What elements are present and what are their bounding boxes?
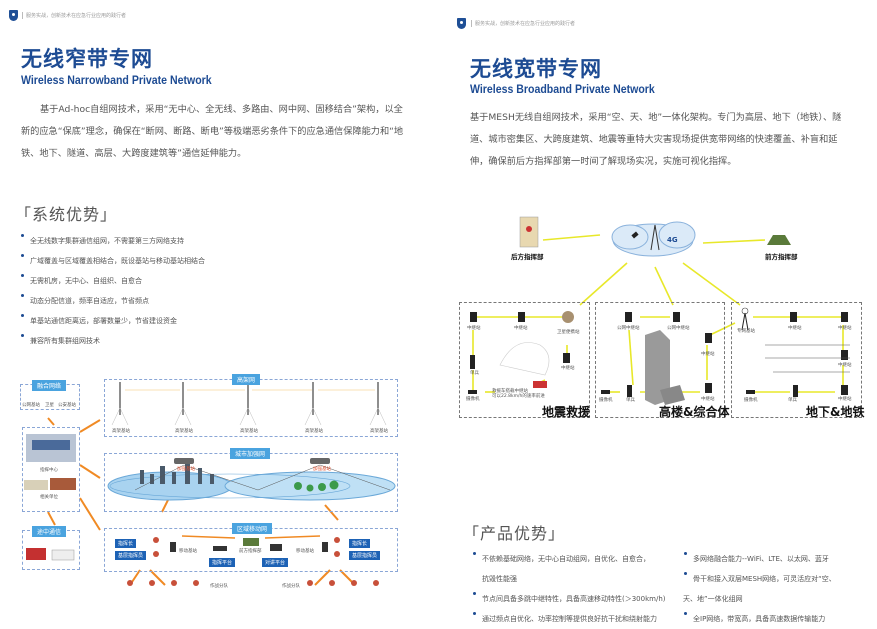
scene-title: 高楼&综合体 [659,405,730,419]
grassroots-tag: 基层指挥员 [349,551,381,560]
page-subtitle: Wireless Narrowband Private Network [21,73,212,87]
scene-title: 地震救援 [542,405,591,419]
police-station-label: 公安基站 [58,403,76,408]
station-label: 高架基站 [305,429,323,434]
sat-station-label: 卫星便携站 [557,330,580,335]
logo-icon [457,18,466,29]
mobile-station-label: 移动基站 [296,549,314,554]
regional-title: 区域移动网 [232,523,273,534]
relay-label: 中继站 [467,326,481,331]
page-title: 无线宽带专网 [470,57,602,81]
list-item: 多网络融合能力--WiFi、LTE、以太网、蓝牙 [683,549,836,569]
mobile-station-label: 移动基站 [179,549,197,554]
front-command-label: 前方指挥部 [765,253,798,261]
enhanced-station-label: 加强基站 [177,467,195,472]
relay-label: 中继站 [561,366,575,371]
forward-command-label: 前方指挥部 [239,549,262,554]
narrowband-links [24,382,396,586]
header-tagline: 服务实战，创新技术在应急行业应用的践行者 [22,12,126,19]
relay-label: 中继站 [838,326,852,331]
list-item: 骨干和接入双层MESH网络，可灵活应对“空、 [683,569,836,589]
product-advantages-right: 多网络融合能力--WiFi、LTE、以太网、蓝牙 骨干和接入双层MESH网络，可… [683,549,836,629]
list-item: 全无线数字集群通信组网，不需要第三方网络支持 [20,231,205,251]
list-item: 无需机房，无中心、自组织、自愈合 [20,271,205,291]
list-item: 不依赖基础网络，无中心自动组网，自优化、自愈合， [472,549,666,569]
station-label: 高架基站 [240,429,258,434]
list-item: 全IP网络，带宽高，具备高速数据传输能力 [683,609,836,629]
list-item: 通过频点自优化、功率控制等提供良好抗干扰和绕射能力 [472,609,666,629]
list-item: 兼容所有集群组网技术 [20,331,205,351]
intro-paragraph: 基于Ad-hoc自组网技术，采用“无中心、全无线、多路由、网中网、固移结合”架构… [21,104,404,159]
dispatch-platform-tag: 对讲平台 [262,558,289,567]
list-item: 节点间具备多跳中继特性，具备高速移动特性(＞300km/h) [472,589,666,609]
camera-label: 摄像机 [466,397,480,402]
header-tagline: 服务实战，创新技术在应急行业应用的践行者 [471,20,575,27]
fusion-network-title: 融合网络 [32,380,67,391]
scene-box-highrise [595,302,725,418]
soldier-label: 单兵 [788,398,797,403]
camera-label: 摄像机 [744,398,758,403]
command-center-box [22,427,80,512]
intro-paragraph: 基于MESH无线自组网技术，采用“空、天、地”一体化架构。专门为高层、地下（地铁… [470,112,842,167]
station-label: 高架基站 [175,429,193,434]
camera-label: 摄像机 [599,398,613,403]
satellite-label: 卫星 [45,403,54,408]
related-units-label: 相关单位 [40,495,58,500]
commander-tag: 指挥长 [349,539,371,548]
list-item: 单基站通信距离远，部署数量少，节省建设资金 [20,311,205,331]
soldier-label: 单兵 [626,398,635,403]
broadband-diagram [468,216,850,405]
relay-label: 中继站 [514,326,528,331]
rear-command-label: 后方指挥部 [511,253,544,261]
logo-icon [9,10,18,21]
commander-tag: 指挥长 [115,539,137,548]
highsite-title: 高架网 [232,374,261,385]
relay-label: 中继站 [788,326,802,331]
page-subtitle: Wireless Broadband Private Network [470,82,655,96]
command-platform-tag: 指挥平台 [209,558,236,567]
command-center-label: 指挥中心 [40,468,58,473]
station-label: 高架基站 [370,429,388,434]
transit-title: 途中通信 [32,526,67,537]
squad-label: 作战分队 [210,584,228,589]
vehicle-note: 救援车搭载中继站 可以22.8km/h的速率前进 [492,389,545,399]
station-label: 高架基站 [112,429,130,434]
public-relay-label: 公网中继站 [667,326,690,331]
city-title: 城市加强网 [230,448,271,459]
relay-label: 中继站 [701,352,715,357]
section-title: 「产品优势」 [463,524,566,543]
section-title: 「系统优势」 [15,205,118,224]
page-title: 无线窄带专网 [21,47,153,71]
advantage-list: 全无线数字集群通信组网，不需要第三方网络支持 广域覆盖与区域覆盖相结合，既设基站… [20,231,205,351]
grassroots-tag: 基层指挥员 [115,551,147,560]
enhanced-station-label: 加强基站 [313,467,331,472]
relay-label: 中继站 [701,397,715,402]
soldier-label: 单兵 [470,371,479,376]
public-relay-label: 公网中继站 [617,326,640,331]
list-item-continuation: 天、地”一体化组网 [683,595,743,603]
scene-box-subway [731,302,862,418]
public-station-label: 公网基站 [22,403,40,408]
relay-label: 中继站 [838,397,852,402]
list-item-continuation: 抗毁性能强 [482,575,517,583]
squad-label: 作战分队 [282,584,300,589]
dedicated-station-label: 专网基站 [737,329,755,334]
list-item: 动态分配信道，频率自适应，节省频点 [20,291,205,311]
scene-box-earthquake [459,302,590,418]
relay-label: 中继站 [838,363,852,368]
product-advantages-left: 不依赖基础网络，无中心自动组网，自优化、自愈合， 抗毁性能强 节点间具备多跳中继… [472,549,666,629]
city-network-box [104,453,398,512]
list-item: 广域覆盖与区域覆盖相结合，既设基站与移动基站相结合 [20,251,205,271]
scene-title: 地下&地铁 [806,405,865,419]
cloud-4g-icon: 4G [667,236,678,244]
